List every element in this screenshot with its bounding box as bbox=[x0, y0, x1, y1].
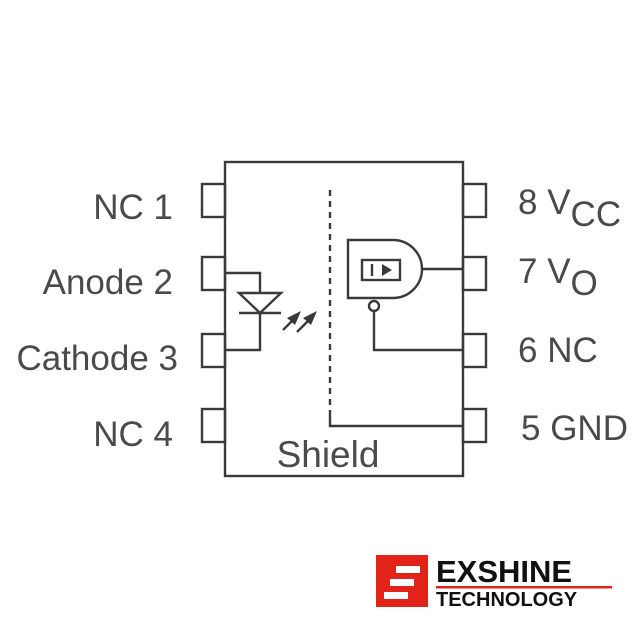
package-body bbox=[223, 160, 465, 478]
pin-3 bbox=[200, 332, 227, 369]
pin-label-nc6: 6 NC bbox=[518, 331, 598, 370]
pin-label-vo7-sub: O bbox=[571, 264, 598, 303]
exshine-logo: EXSHINE TECHNOLOGY bbox=[376, 554, 612, 611]
detector-gate-symbol bbox=[346, 238, 424, 313]
light-arrows-icon bbox=[282, 311, 317, 333]
pin-label-gnd5: 5 GND bbox=[521, 409, 628, 448]
pin-6 bbox=[461, 332, 488, 369]
pin-2 bbox=[200, 255, 227, 292]
pin-4 bbox=[200, 407, 227, 444]
pin-label-nc4: NC 4 bbox=[93, 415, 173, 454]
shield-label: Shield bbox=[277, 434, 380, 475]
pin-7 bbox=[461, 255, 488, 292]
pin-1 bbox=[200, 182, 227, 219]
logo-name: EXSHINE bbox=[436, 554, 572, 589]
led-symbol bbox=[225, 271, 284, 352]
pin-label-vo7-main: 7 V bbox=[518, 252, 571, 291]
pin-label-vcc8: 8 VCC bbox=[518, 183, 621, 234]
pin-label-vcc8-main: 8 V bbox=[518, 183, 571, 222]
pin-5 bbox=[461, 407, 488, 444]
pin-label-vcc8-sub: CC bbox=[571, 195, 622, 234]
logo-subtitle: TECHNOLOGY bbox=[436, 589, 578, 611]
pin-label-cathode3: Cathode 3 bbox=[16, 339, 178, 378]
pin-8 bbox=[461, 182, 488, 219]
pin-label-nc1: NC 1 bbox=[93, 188, 173, 227]
pin-label-vo7: 7 VO bbox=[518, 252, 598, 303]
pin-label-anode2: Anode 2 bbox=[43, 263, 173, 302]
